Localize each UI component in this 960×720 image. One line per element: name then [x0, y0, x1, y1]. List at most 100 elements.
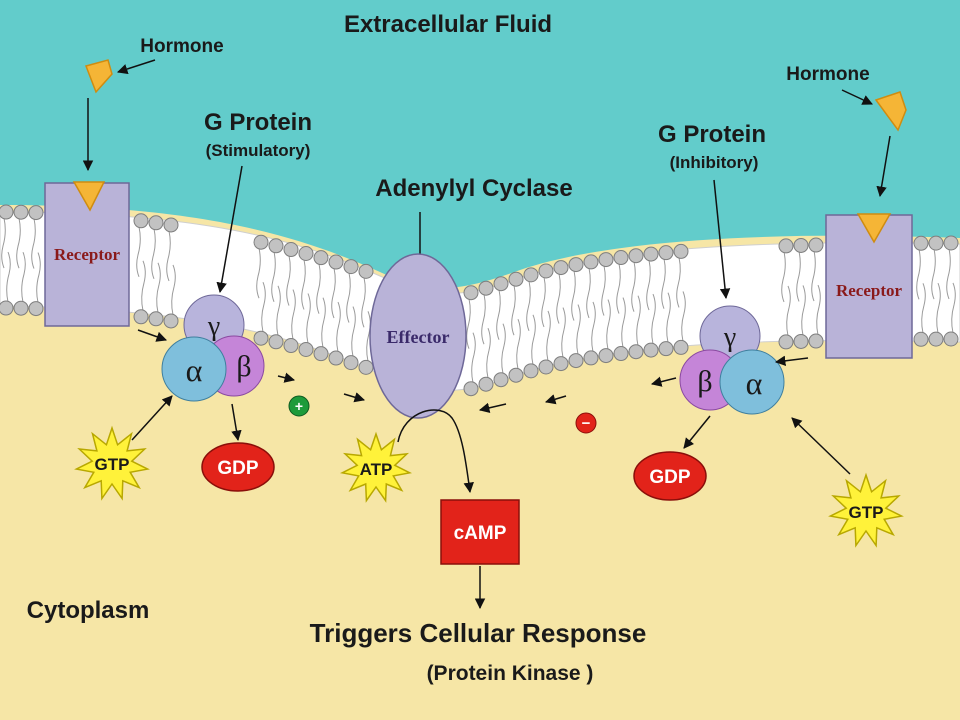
lipid-head	[583, 350, 599, 366]
lipid-tail	[511, 285, 516, 336]
lipid-tail	[676, 257, 681, 308]
lipid-tail	[276, 285, 281, 336]
lipid-tail	[156, 262, 161, 313]
lipid-head	[613, 250, 629, 266]
lipid-tail	[496, 289, 501, 340]
lipid-heads	[0, 204, 959, 397]
lipid-tail	[316, 263, 321, 314]
lipid-tail	[811, 250, 816, 302]
lipid-head	[658, 341, 674, 357]
lipid-tail	[166, 230, 171, 282]
lipid-head	[313, 346, 329, 362]
lipid-head	[598, 252, 614, 268]
lipid-tail	[171, 264, 176, 316]
lipid-head	[478, 376, 494, 392]
lipid-tail	[466, 298, 471, 349]
lipid-tail	[616, 263, 621, 314]
lipid-head	[538, 359, 554, 375]
left-alpha-subunit	[161, 336, 227, 402]
left-gprotein-subtitle: (Stimulatory)	[206, 141, 311, 160]
lipid-tail	[936, 282, 941, 334]
right-gtp-burst	[828, 472, 904, 548]
lipid-tail	[591, 301, 596, 353]
lipid-head	[13, 300, 29, 316]
adenylyl-cyclase-label: Adenylyl Cyclase	[375, 175, 572, 202]
lipid-tail	[301, 259, 306, 310]
lipid-tail	[556, 273, 561, 324]
lipid-tail	[6, 251, 11, 303]
lipid-tail	[336, 301, 341, 353]
left-gprotein: γ β α	[161, 294, 265, 402]
lipid-tail	[586, 267, 591, 319]
minus-symbol: −	[582, 415, 591, 432]
lipid-head	[553, 260, 569, 276]
left-gtp: GTP	[74, 425, 150, 501]
lipid-head	[793, 333, 809, 349]
atp-burst	[339, 431, 413, 503]
lipid-head	[793, 237, 809, 253]
right-inhibition-arrow-2	[544, 394, 567, 405]
lipid-head	[148, 215, 164, 231]
right-gdp-label: GDP	[649, 467, 691, 488]
left-gprotein-title: G Protein	[204, 109, 312, 136]
left-receptor-hormone	[72, 181, 106, 212]
right-receptor-body	[825, 214, 913, 359]
left-activation-arrow-1	[277, 372, 296, 383]
lipid-head	[778, 334, 794, 350]
right-gtp-arrow	[791, 417, 851, 475]
lipid-tail	[471, 332, 476, 383]
lipid-head	[463, 381, 479, 397]
lipid-head	[0, 300, 14, 316]
lipid-head	[928, 235, 944, 251]
right-hormone-shape	[874, 91, 907, 132]
right-inhibition-arrow-3	[478, 402, 507, 413]
lipid-tail	[486, 328, 491, 379]
lipid-head	[313, 250, 329, 266]
lipid-tails	[1, 217, 956, 383]
effector-label: Effector	[387, 327, 450, 347]
left-hormone-pointer	[117, 59, 156, 75]
lipid-tail	[636, 295, 641, 346]
lipid-tail	[921, 283, 926, 334]
lipid-head	[478, 280, 494, 296]
right-gamma-symbol: γ	[723, 322, 736, 353]
right-receptor-label: Receptor	[836, 281, 903, 300]
lipid-head	[598, 348, 614, 364]
lipid-head	[28, 205, 44, 221]
lipid-tail	[256, 248, 261, 299]
lipid-head	[253, 234, 269, 250]
right-receptor-hormone	[856, 213, 892, 244]
lipid-tail	[16, 218, 21, 269]
right-hormone-to-receptor-arrow	[876, 135, 891, 198]
lipid-head	[508, 271, 524, 287]
lipid-head	[283, 338, 299, 354]
right-gprotein-subtitle: (Inhibitory)	[670, 153, 759, 172]
lipid-tail	[561, 307, 566, 358]
left-receptor-label: Receptor	[54, 245, 121, 264]
lipid-head	[583, 254, 599, 270]
right-alpha-symbol: α	[746, 365, 763, 401]
lipid-tail	[531, 314, 536, 365]
right-receptor-to-gprotein-arrow	[774, 355, 809, 367]
left-gdp: GDP	[201, 442, 275, 492]
lipid-head	[493, 372, 509, 388]
lipid-tail	[816, 284, 821, 336]
lipid-head	[628, 344, 644, 360]
lipid-tail	[261, 282, 266, 333]
camp: cAMP	[440, 499, 520, 565]
lipid-head	[358, 359, 374, 375]
lipid-tail	[631, 261, 636, 312]
extracellular-region	[0, 0, 960, 288]
left-gtp-burst	[74, 425, 150, 501]
effector: Effector	[369, 253, 467, 419]
lipid-head	[328, 350, 344, 366]
left-gdp-label: GDP	[217, 458, 259, 479]
lipid-tail	[576, 304, 581, 355]
lipid-head	[133, 213, 149, 229]
left-gdp-arrow	[231, 403, 242, 442]
left-gdp-oval	[201, 442, 275, 492]
lipid-head	[628, 248, 644, 264]
lipid-head	[283, 242, 299, 258]
extracellular-label: Extracellular Fluid	[344, 11, 552, 38]
